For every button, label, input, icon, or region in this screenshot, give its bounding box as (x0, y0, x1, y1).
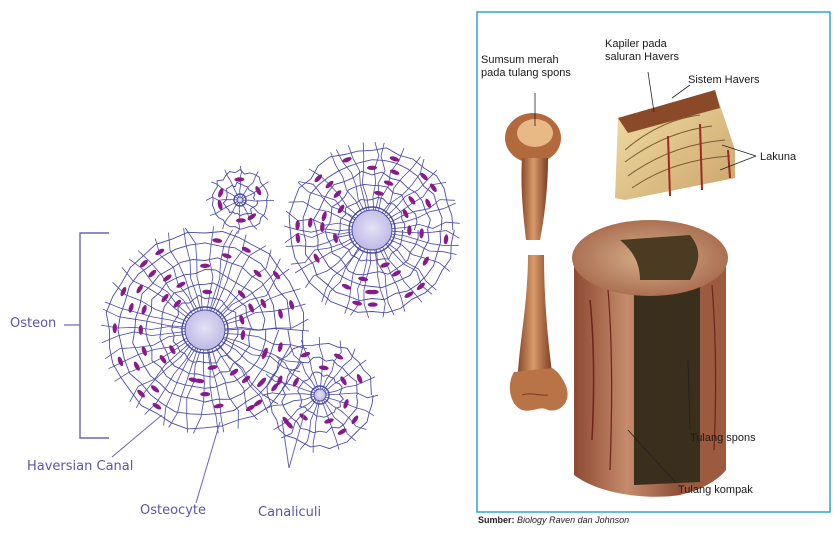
osteocyte-leader (196, 422, 220, 503)
osteocyte-cell (295, 220, 300, 230)
canaliculus (375, 250, 386, 317)
canaliculus (115, 341, 189, 382)
osteocyte-cell (221, 252, 232, 259)
osteon-bracket (80, 233, 109, 438)
canaliculi-leader-a (282, 420, 289, 468)
canaliculus (242, 171, 259, 197)
compact-bone-label: Tulang kompak (678, 484, 753, 497)
canaliculus (184, 228, 201, 310)
osteocyte-cell (389, 168, 400, 176)
osteocyte-cell (342, 398, 349, 409)
canaliculus (206, 197, 237, 200)
figure-source: Sumber: Biology Raven dan Johnson (478, 515, 629, 525)
haversian-canal-label: Haversian Canal (27, 459, 133, 474)
osteocyte-cell (380, 261, 391, 269)
haversian-canal (237, 197, 243, 203)
haversian-canal (352, 210, 392, 250)
osteocyte-cell (443, 234, 449, 244)
spongy-bone-label: Tulang spons (690, 432, 756, 445)
canaliculus (391, 203, 456, 224)
osteocyte-cell (272, 270, 282, 281)
osteocyte-cell (321, 211, 328, 222)
osteocyte-label: Osteocyte (140, 503, 206, 518)
osteocyte-cell (277, 342, 284, 353)
osteocyte-cell (200, 264, 210, 268)
source-prefix: Sumber: (478, 515, 515, 525)
lacuna-label: Lakuna (760, 151, 796, 164)
osteocyte-cell (207, 364, 218, 370)
osteocyte-cell (391, 269, 402, 278)
source-authors: Raven dan Johnson (549, 515, 629, 525)
capillary-label-line1: Kapiler pada (605, 38, 679, 51)
osteocyte-cell (217, 200, 224, 211)
canaliculus (325, 247, 361, 305)
canaliculus (185, 228, 202, 310)
osteocyte-cell (320, 222, 325, 232)
canaliculus (313, 401, 319, 453)
marrow-label-line1: Sumsum merah (481, 54, 571, 67)
canaliculus (208, 350, 219, 433)
bone-cylinder (572, 220, 728, 497)
osteocyte-cell (368, 302, 378, 307)
canaliculi-leader-b (289, 415, 304, 468)
haversian-canal (314, 389, 326, 401)
osteocyte-cell (213, 403, 224, 409)
osteon-diagram (101, 142, 460, 453)
source-title: Biology (517, 515, 547, 525)
canaliculus (223, 339, 300, 372)
osteocyte-cell (324, 417, 335, 424)
osteocyte-cell (200, 392, 210, 396)
osteocyte-cell (419, 228, 424, 238)
marrow-label: Sumsum merah pada tulang spons (481, 54, 571, 80)
canaliculi-label: Canaliculi (258, 505, 321, 520)
canaliculus (262, 393, 314, 396)
osteocyte-cell (150, 384, 160, 394)
marrow-label-line2: pada tulang spons (481, 67, 571, 80)
osteocyte-cell (240, 330, 246, 340)
osteocyte-cell (136, 389, 146, 399)
havers-system-label: Sistem Havers (688, 74, 760, 87)
canaliculus (389, 182, 447, 218)
osteocyte-cell (212, 238, 223, 244)
canaliculus (102, 332, 185, 343)
canaliculus (291, 238, 354, 265)
osteocyte-cell (319, 365, 330, 371)
canaliculus (392, 222, 460, 228)
osteocyte-cell (367, 166, 377, 170)
osteocyte-cell (407, 195, 417, 206)
canaliculus (284, 226, 352, 232)
osteocyte-cell (236, 218, 246, 223)
canaliculus (169, 349, 198, 428)
osteon-label: Osteon (10, 316, 56, 331)
canaliculus (223, 203, 239, 230)
osteocyte-cell (113, 323, 118, 333)
canaliculus (319, 337, 323, 389)
canaliculus (243, 200, 274, 201)
osteocyte-cell (141, 346, 148, 357)
osteocyte-cell (350, 414, 359, 425)
osteocyte-cell (333, 352, 344, 360)
haversian-canal-leader (112, 415, 162, 457)
osteocyte-cell (337, 427, 348, 436)
capillary-label-line2: saluran Havers (605, 51, 679, 64)
capillary-label: Kapiler pada saluran Havers (605, 38, 679, 64)
canaliculus (390, 240, 450, 272)
osteocyte-cell (217, 187, 225, 198)
osteocyte-cell (234, 177, 244, 182)
haversian-canal (185, 310, 225, 350)
canaliculus (375, 143, 385, 211)
canaliculus (326, 393, 378, 398)
osteocyte-cell (139, 325, 143, 335)
